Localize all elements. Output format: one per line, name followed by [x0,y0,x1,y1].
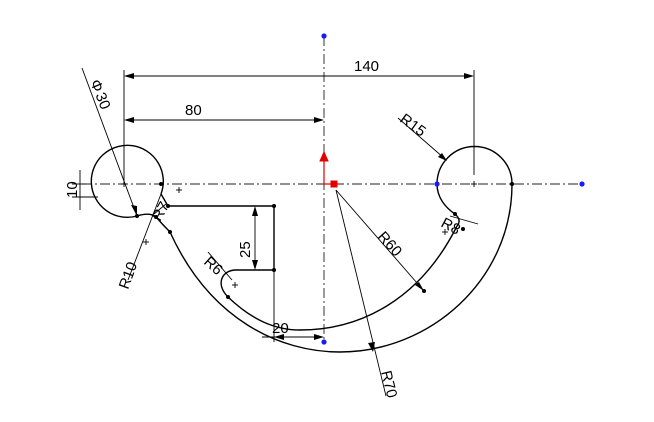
origin-icon [319,150,340,188]
dim-r10-label: R10 [116,260,141,292]
endpoint-tangent [434,181,440,187]
dim-80-label: 80 [185,102,202,119]
dim-140-label: 140 [354,58,379,75]
dim-25-label: 25 [237,241,254,258]
dimension-r7[interactable]: R7 [149,199,173,224]
dim-30-label: 30 [92,90,114,112]
dim-r8-label: R8 [438,215,463,239]
dim-20-label: 20 [272,320,289,337]
center-markers [121,181,477,288]
slot-arc-r6[interactable] [220,269,237,298]
dim-10-label: 10 [64,181,81,198]
endpoint-top [321,33,327,39]
dimension-dia-30[interactable]: Φ 30 [81,67,138,217]
centerlines [82,36,582,342]
dimension-r70[interactable]: R70 [335,189,400,400]
endpoint-right [579,181,585,187]
dimension-r6[interactable]: R6 [200,251,233,281]
dim-r70-label: R70 [377,369,400,400]
outer-arc-r70[interactable] [169,183,513,353]
dim-r60-label: R60 [374,228,405,260]
dim-r7-label: R7 [149,199,173,224]
dimension-r8[interactable]: R8 [438,215,479,239]
dimension-80[interactable]: 80 [124,102,324,123]
dim-r15-label: R15 [397,110,429,140]
endpoint-bottom [321,339,327,345]
dimension-140[interactable]: 140 [123,58,475,184]
dimension-25[interactable]: 25 [237,206,258,270]
dimension-r60[interactable]: R60 [335,189,425,292]
left-circle[interactable] [90,144,164,219]
right-arc-r15[interactable] [436,145,513,185]
sketch-points [135,33,585,345]
dimension-10[interactable]: 10 [64,170,98,210]
dia-symbol: Φ [86,77,106,94]
dimension-20[interactable]: 20 [262,272,324,342]
dimension-r15[interactable]: R15 [397,110,447,161]
dim-r6-label: R6 [200,253,226,278]
inner-arc-r60[interactable] [227,225,458,331]
